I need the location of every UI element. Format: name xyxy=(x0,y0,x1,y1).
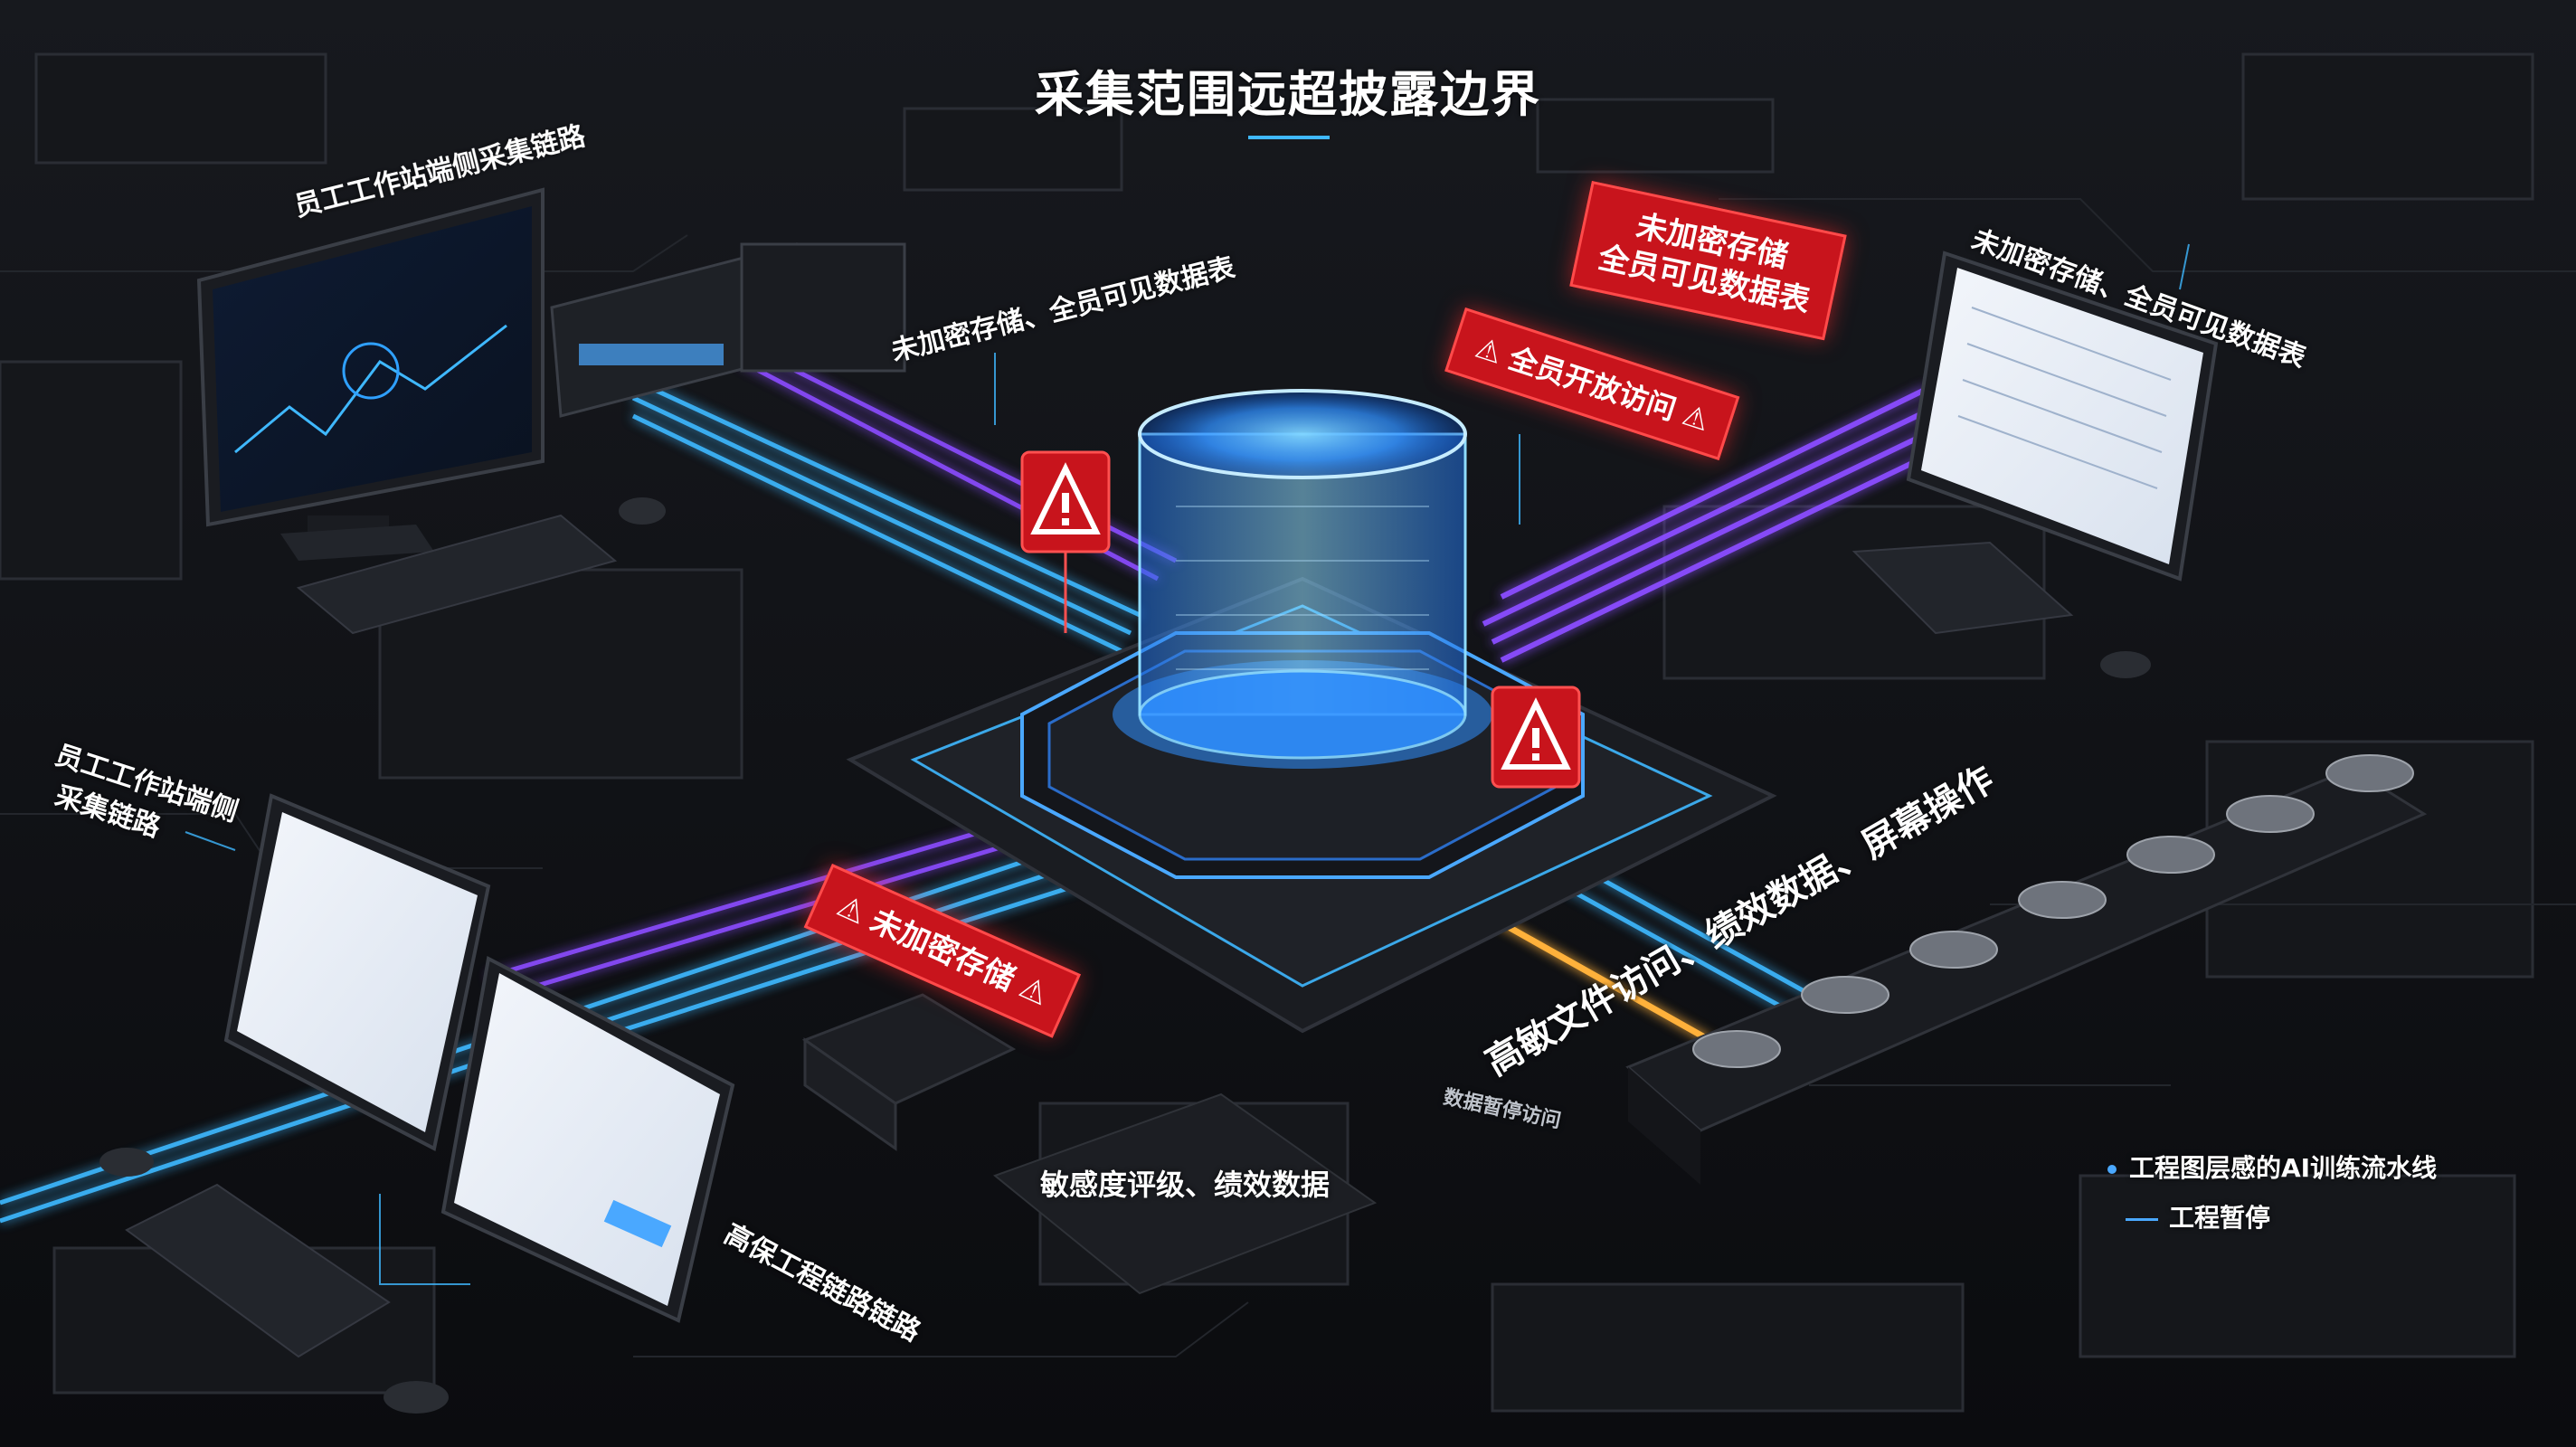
pipeline-rack xyxy=(1625,767,2428,1185)
monitor-icon-right xyxy=(1906,251,2219,582)
legend-pause: 工程暂停 xyxy=(2126,1198,2270,1234)
key-grid xyxy=(992,1092,1378,1295)
warning-icon-right xyxy=(1491,686,1581,789)
keyboard-icon-right xyxy=(1852,541,2074,635)
legend-pipeline: 工程图层感的AI训练流水线 xyxy=(2107,1149,2437,1185)
mouse-icon-left xyxy=(99,1148,154,1177)
legend-pipeline-text: 工程图层感的AI训练流水线 xyxy=(2129,1153,2438,1183)
title-underline xyxy=(1248,136,1330,139)
beam-right-violet xyxy=(1482,386,1956,663)
legend-dash-icon xyxy=(2126,1217,2158,1221)
label-sensitivity: 敏感度评级、绩效数据 xyxy=(1040,1168,1331,1202)
leader-lines xyxy=(185,243,2190,1285)
server-icon-top xyxy=(550,242,906,418)
mouse-icon-right xyxy=(2100,651,2151,678)
monitor-icon-top-left xyxy=(196,187,545,561)
page-title: 采集范围远超披露边界 xyxy=(1035,66,1541,123)
legend-dot-icon xyxy=(2107,1165,2117,1174)
warning-icon: ⚠ xyxy=(1013,969,1054,1014)
monitor-icon-left-1 xyxy=(223,793,491,1151)
warning-icon: ⚠ xyxy=(1471,329,1507,371)
keyboard-icon-top-left xyxy=(296,514,618,635)
warning-icon: ⚠ xyxy=(831,887,872,932)
warning-icon: ⚠ xyxy=(1678,397,1714,439)
pipeline-node-icons xyxy=(1692,754,2414,1068)
circuit-board-tiles xyxy=(0,52,2534,1413)
beam-top-left xyxy=(631,377,1141,654)
monitor-icon-left-2 xyxy=(440,955,735,1323)
database-cylinder-icon xyxy=(1138,389,1467,760)
warning-icon-left xyxy=(1020,450,1111,633)
mouse-icon-bottom xyxy=(384,1381,449,1414)
server-icon-bottom xyxy=(801,993,1017,1151)
legend-pause-text: 工程暂停 xyxy=(2169,1203,2271,1233)
mouse-icon-top-left xyxy=(619,497,666,525)
keyboard-icon-left xyxy=(125,1183,391,1358)
